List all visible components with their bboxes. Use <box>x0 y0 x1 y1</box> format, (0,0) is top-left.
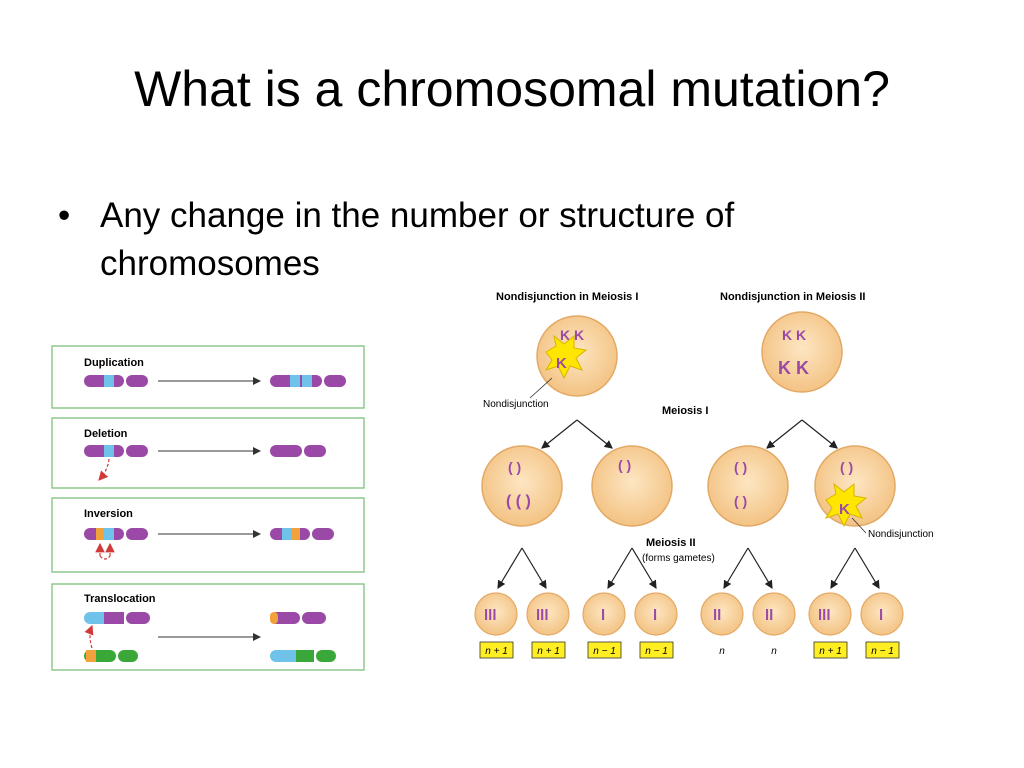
header-meiosis-2: Nondisjunction in Meiosis II <box>720 291 865 303</box>
svg-text:K K: K K <box>560 327 584 343</box>
svg-text:K: K <box>839 501 850 518</box>
deletion-label: Deletion <box>84 428 128 440</box>
svg-text:lll: lll <box>536 607 549 624</box>
gamete-label-5: n <box>719 646 725 657</box>
duplication-panel: Duplication <box>51 345 365 409</box>
svg-text:n + 1: n + 1 <box>485 646 508 657</box>
gamete-4: l <box>634 592 678 636</box>
svg-text:ll: ll <box>765 607 773 624</box>
gamete-1: lll <box>474 592 518 636</box>
intermediate-cell-2: ( ) <box>591 445 673 527</box>
translocation-chromosome-1-after <box>270 612 326 624</box>
duplication-chromosome-after <box>270 375 346 387</box>
gamete-label-4: n − 1 <box>639 641 674 659</box>
bullet-text: Any change in the number or structure of… <box>100 196 735 283</box>
svg-text:lll: lll <box>818 607 831 624</box>
svg-text:( ): ( ) <box>840 459 853 475</box>
gamete-label-7: n + 1 <box>813 641 848 659</box>
svg-text:K: K <box>556 355 567 372</box>
intermediate-cell-1: ( ) ( ( ) <box>481 445 563 527</box>
bullet-marker: • <box>58 196 71 235</box>
gamete-2: lll <box>526 592 570 636</box>
translocation-label: Translocation <box>84 593 156 605</box>
svg-text:( ): ( ) <box>508 459 521 475</box>
svg-text:n + 1: n + 1 <box>819 646 842 657</box>
parent-cell-left: K K K <box>536 315 618 397</box>
svg-text:ll: ll <box>713 607 721 624</box>
gamete-7: lll <box>808 592 852 636</box>
label-forms-gametes: (forms gametes) <box>642 553 715 564</box>
deletion-panel: Deletion <box>51 417 365 489</box>
svg-text:n − 1: n − 1 <box>871 646 894 657</box>
svg-text:K K: K K <box>778 358 809 378</box>
gamete-label-3: n − 1 <box>587 641 622 659</box>
gamete-8: l <box>860 592 904 636</box>
nondisjunction-burst-icon <box>544 334 588 380</box>
svg-text:l: l <box>653 607 657 624</box>
inversion-chromosome-after <box>270 528 334 540</box>
svg-text:n − 1: n − 1 <box>645 646 668 657</box>
label-meiosis-2: Meiosis II <box>646 537 696 549</box>
svg-text:( ): ( ) <box>734 459 747 475</box>
svg-text:l: l <box>601 607 605 624</box>
inversion-panel: Inversion <box>51 497 365 573</box>
svg-text:lll: lll <box>484 607 497 624</box>
intermediate-cell-3: ( ) ( ) <box>707 445 789 527</box>
intermediate-cell-4: ( ) K <box>814 445 896 528</box>
deletion-chromosome-after <box>270 445 326 457</box>
gamete-label-6: n <box>771 646 777 657</box>
translocation-chromosome-2-after <box>270 650 336 662</box>
svg-text:( ( ): ( ( ) <box>506 493 531 510</box>
nondisjunction-burst-2-icon <box>824 482 868 528</box>
gamete-label-2: n + 1 <box>531 641 566 659</box>
label-meiosis-1: Meiosis I <box>662 405 708 417</box>
duplication-chromosome-before <box>84 375 148 387</box>
svg-text:( ): ( ) <box>734 493 747 509</box>
label-nondisjunction-2: Nondisjunction <box>868 529 934 540</box>
svg-text:n − 1: n − 1 <box>593 646 616 657</box>
inversion-chromosome-before <box>84 528 148 540</box>
header-meiosis-1: Nondisjunction in Meiosis I <box>496 291 638 303</box>
svg-text:( ): ( ) <box>618 457 631 473</box>
svg-text:K K: K K <box>782 327 806 343</box>
svg-text:n: n <box>719 646 725 657</box>
svg-text:n: n <box>771 646 777 657</box>
label-nondisjunction-1: Nondisjunction <box>483 399 549 410</box>
parent-cell-right: K K K K <box>761 311 843 393</box>
deletion-chromosome-before <box>84 445 148 457</box>
gamete-3: l <box>582 592 626 636</box>
slide-title: What is a chromosomal mutation? <box>134 61 890 117</box>
svg-text:n + 1: n + 1 <box>537 646 560 657</box>
translocation-panel: Translocation <box>51 583 365 671</box>
gamete-label-8: n − 1 <box>865 641 900 659</box>
gamete-5: ll <box>700 592 744 636</box>
svg-text:l: l <box>879 607 883 624</box>
translocation-chromosome-2-before <box>84 650 138 662</box>
deletion-removed-arrow <box>98 458 110 481</box>
gamete-label-1: n + 1 <box>479 641 514 659</box>
translocation-chromosome-1-before <box>84 612 150 624</box>
inversion-label: Inversion <box>84 508 133 520</box>
duplication-label: Duplication <box>84 357 144 369</box>
gamete-6: ll <box>752 592 796 636</box>
